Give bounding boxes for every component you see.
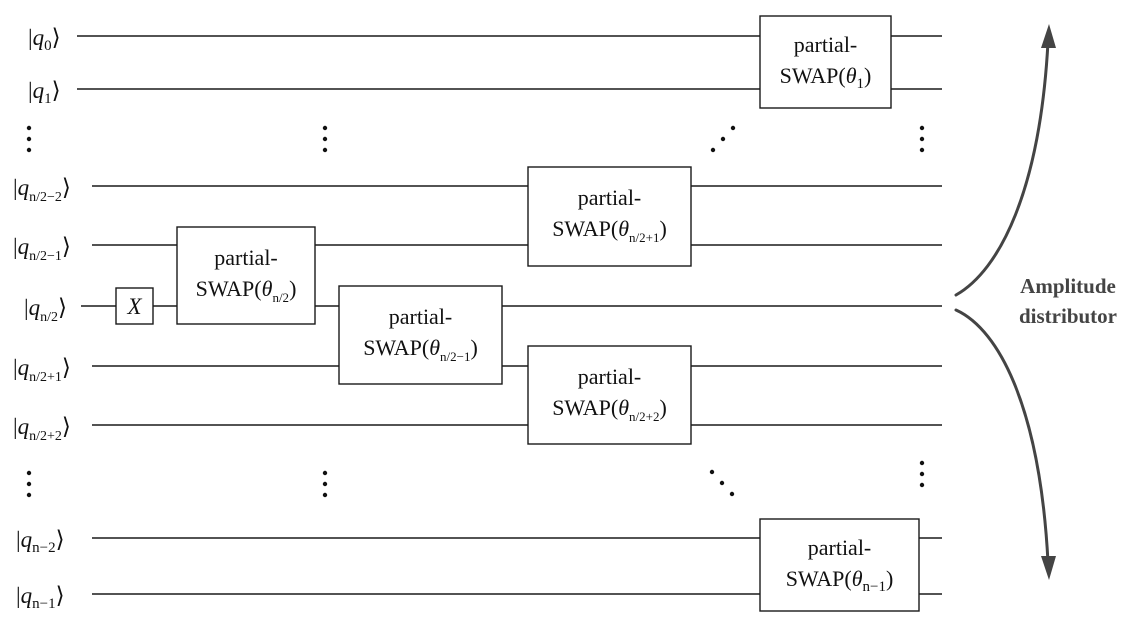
distributor-label-line2: distributor [1019, 304, 1117, 328]
partial-swap-gate-theta-half-plus-2: partial- SWAP(θn/2+2) [527, 345, 692, 445]
arrowhead-up-icon [1041, 24, 1056, 48]
qubit-label-q-half-plus-2: |qn/2+2⟩ [13, 414, 71, 444]
svg-text:|qn/2+1⟩: |qn/2+1⟩ [13, 355, 71, 385]
gate-line1: partial- [578, 364, 642, 389]
gate-line1: partial- [794, 32, 858, 57]
partial-swap-gates: partial- SWAP(θ1) partial- SWAP(θn/2+1) … [176, 15, 920, 612]
diagonal-ellipsis-top [710, 125, 736, 153]
arrowhead-down-icon [1041, 556, 1056, 580]
qubit-labels: |q0⟩ |q1⟩ |qn/2−2⟩ |qn/2−1⟩ |qn/2⟩ |qn/2… [13, 25, 71, 612]
qubit-label-q-half-minus-1: |qn/2−1⟩ [13, 234, 71, 264]
gate-line1: partial- [214, 245, 278, 270]
svg-text:|qn/2⟩: |qn/2⟩ [24, 295, 67, 325]
svg-text:|qn/2−2⟩: |qn/2−2⟩ [13, 175, 71, 205]
qubit-label-q-n-minus-1: |qn−1⟩ [16, 583, 65, 612]
partial-swap-gate-theta-n-minus-1: partial- SWAP(θn−1) [759, 518, 920, 612]
svg-text:|qn/2+2⟩: |qn/2+2⟩ [13, 414, 71, 444]
svg-text:|qn/2−1⟩: |qn/2−1⟩ [13, 234, 71, 264]
ellipsis-markers [26, 125, 925, 498]
gate-line2: SWAP(θn/2−1) [363, 335, 478, 364]
diagonal-ellipsis-bottom [709, 469, 735, 497]
distributor-label-line1: Amplitude [1020, 274, 1116, 298]
svg-text:|qn−2⟩: |qn−2⟩ [16, 527, 65, 556]
qubit-label-q0: |q0⟩ [28, 25, 61, 54]
vertical-ellipsis-mid-bottom [322, 470, 328, 498]
qubit-label-q-half: |qn/2⟩ [24, 295, 67, 325]
amplitude-distributor: Amplitude distributor [954, 24, 1117, 580]
svg-text:|q1⟩: |q1⟩ [28, 78, 61, 107]
gate-line2: SWAP(θn/2) [196, 276, 297, 305]
distributor-arrow-down [954, 308, 1050, 564]
partial-swap-gate-theta-1: partial- SWAP(θ1) [759, 15, 892, 109]
gate-line1: partial- [578, 185, 642, 210]
gate-line1: partial- [808, 535, 872, 560]
partial-swap-gate-theta-half: partial- SWAP(θn/2) [176, 226, 316, 325]
partial-swap-gate-theta-half-plus-1: partial- SWAP(θn/2+1) [527, 166, 692, 267]
qubit-label-q-half-plus-1: |qn/2+1⟩ [13, 355, 71, 385]
vertical-ellipsis-mid-top [322, 125, 328, 153]
gate-line2: SWAP(θn/2+1) [552, 216, 667, 245]
gate-line2: SWAP(θn/2+2) [552, 395, 667, 424]
qubit-label-q-n-minus-2: |qn−2⟩ [16, 527, 65, 556]
qubit-label-q-half-minus-2: |qn/2−2⟩ [13, 175, 71, 205]
x-gate-label: X [126, 294, 142, 319]
vertical-ellipsis-right-bottom [919, 460, 925, 488]
qubit-label-q1: |q1⟩ [28, 78, 61, 107]
gate-line1: partial- [389, 304, 453, 329]
vertical-ellipsis-left-bottom [26, 470, 32, 498]
partial-swap-gate-theta-half-minus-1: partial- SWAP(θn/2−1) [338, 285, 503, 385]
x-gate: X [115, 287, 154, 325]
vertical-ellipsis-right-top [919, 125, 925, 153]
vertical-ellipsis-left-top [26, 125, 32, 153]
gate-line2: SWAP(θ1) [780, 63, 872, 92]
distributor-arrow-up [954, 40, 1050, 297]
svg-text:|q0⟩: |q0⟩ [28, 25, 61, 54]
svg-text:|qn−1⟩: |qn−1⟩ [16, 583, 65, 612]
gate-line2: SWAP(θn−1) [786, 566, 894, 595]
